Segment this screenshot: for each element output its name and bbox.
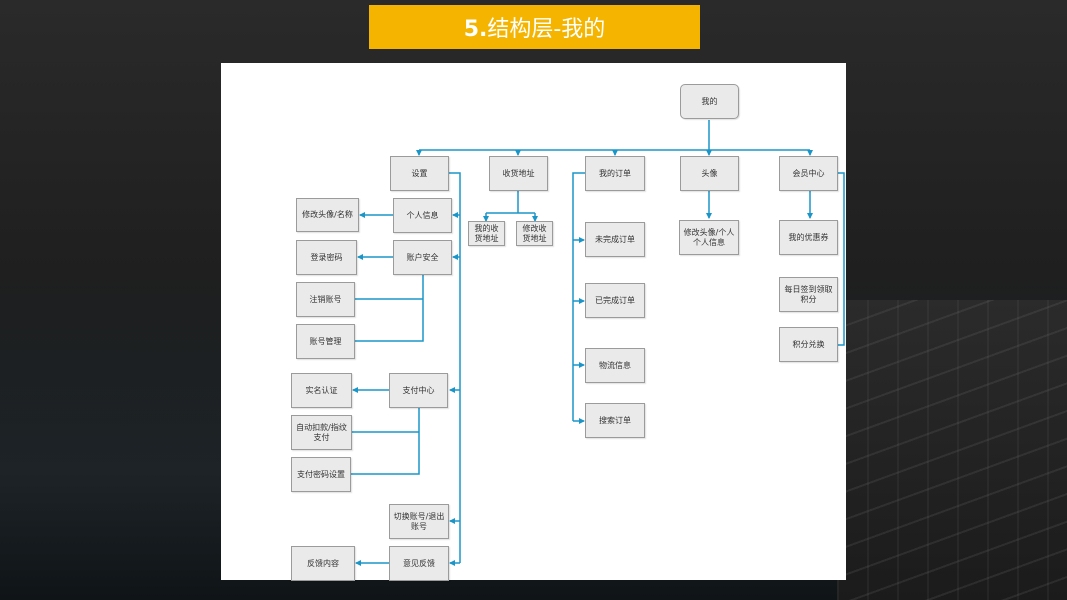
node-logistics-info: 物流信息 [585, 348, 645, 383]
node-avatar: 头像 [680, 156, 739, 191]
node-root-mine: 我的 [680, 84, 739, 119]
node-account-management: 账号管理 [296, 324, 355, 359]
node-payment-password: 支付密码设置 [291, 457, 351, 492]
node-payment-center: 支付中心 [389, 373, 448, 408]
node-member-center: 会员中心 [779, 156, 838, 191]
node-auto-deduct: 自动扣款/指纹支付 [291, 415, 352, 450]
node-edit-address: 修改收货地址 [516, 221, 553, 246]
diagram-panel: 我的 设置 收货地址 我的订单 头像 会员中心 个人信息 修改头像/名称 账户安… [221, 63, 846, 581]
node-real-name-auth: 实名认证 [291, 373, 352, 408]
node-unfinished-orders: 未完成订单 [585, 222, 645, 257]
node-edit-avatar-info: 修改头像/个人个人信息 [679, 220, 739, 255]
node-search-orders: 搜索订单 [585, 403, 645, 438]
background-bridge [837, 300, 1067, 600]
node-personal-info: 个人信息 [393, 198, 452, 233]
slide-title: 5.结构层-我的 [464, 11, 606, 43]
node-points-redeem: 积分兑换 [779, 327, 838, 362]
slide-title-bar: 5.结构层-我的 [369, 5, 700, 49]
node-edit-avatar-name: 修改头像/名称 [296, 198, 359, 232]
node-my-orders: 我的订单 [585, 156, 645, 191]
node-feedback-content: 反馈内容 [291, 546, 355, 581]
node-finished-orders: 已完成订单 [585, 283, 645, 318]
node-switch-account: 切换账号/退出账号 [389, 504, 449, 539]
node-cancel-account: 注销账号 [296, 282, 355, 317]
node-feedback: 意见反馈 [389, 546, 449, 581]
slide-title-number: 5. [463, 17, 488, 42]
node-daily-signin: 每日签到领取积分 [779, 277, 838, 312]
connector-lines [351, 120, 845, 566]
node-account-security: 账户安全 [393, 240, 452, 275]
node-address: 收货地址 [489, 156, 548, 191]
node-settings: 设置 [390, 156, 449, 191]
slide-title-text: 结构层-我的 [487, 17, 606, 42]
node-my-address: 我的收货地址 [468, 221, 505, 246]
node-my-coupons: 我的优惠券 [779, 220, 838, 255]
node-login-password: 登录密码 [296, 240, 357, 275]
